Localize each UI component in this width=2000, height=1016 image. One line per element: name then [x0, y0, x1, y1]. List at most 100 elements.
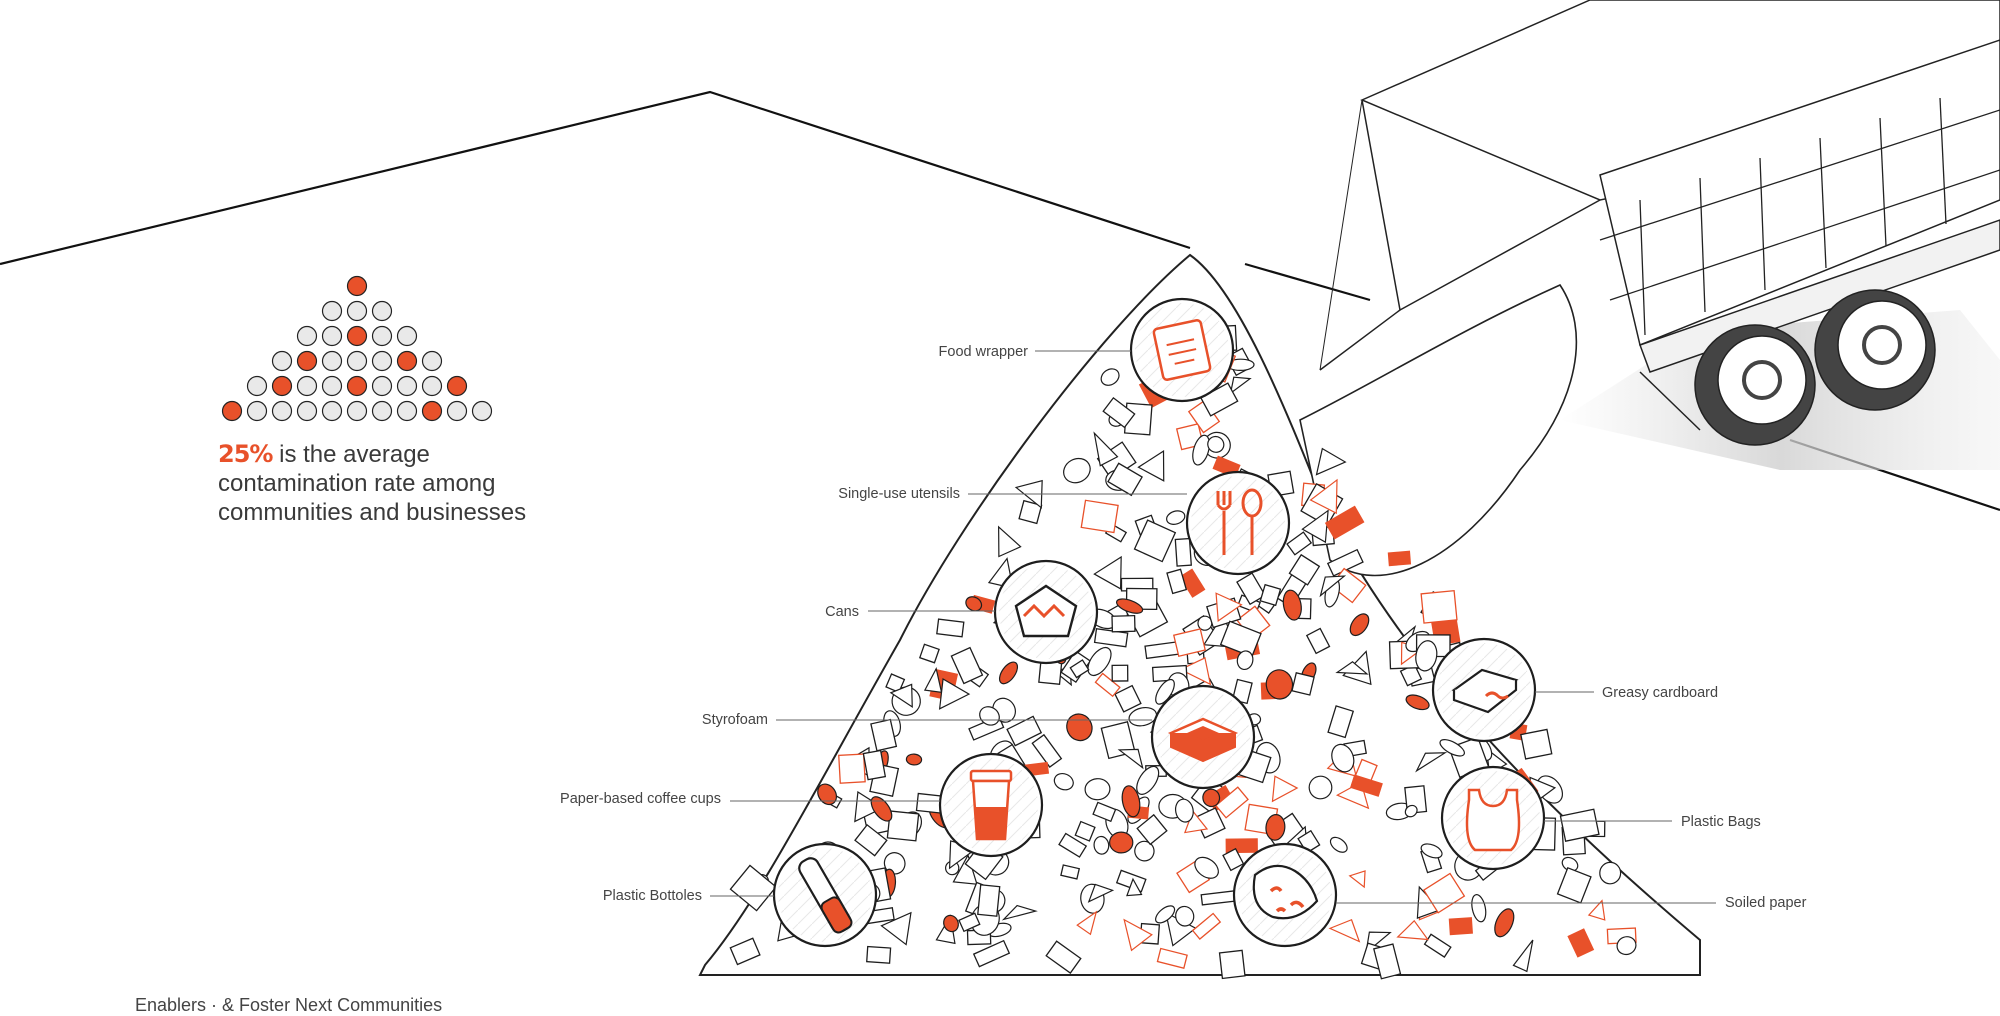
pile-box — [1350, 774, 1383, 797]
pile-box — [1107, 462, 1143, 497]
pile-box — [1420, 589, 1458, 624]
contamination-headline: 25% is the average contamination rate am… — [218, 440, 558, 527]
callout-circles — [772, 297, 1546, 948]
dot — [271, 400, 293, 422]
dot — [371, 325, 393, 347]
pile-can — [1331, 743, 1355, 773]
pile-box — [918, 643, 940, 664]
pile-bag — [1183, 809, 1209, 834]
dot — [321, 375, 343, 397]
pile-can — [1236, 650, 1254, 671]
pile-can — [1420, 843, 1443, 859]
pile-bag — [880, 911, 912, 946]
dot — [396, 325, 418, 347]
pile-box — [1288, 553, 1321, 586]
pile-can — [1109, 831, 1134, 854]
pile-box — [936, 618, 965, 638]
pile-box — [1102, 396, 1136, 429]
pile-can — [1084, 778, 1111, 801]
coffee-cup-icon — [938, 752, 1044, 858]
pile-can — [1415, 640, 1438, 672]
pile-can — [1134, 840, 1155, 862]
pile-can — [1265, 669, 1294, 700]
pile-box — [838, 753, 866, 784]
pile-box — [854, 823, 888, 857]
plastic-bottle-icon — [772, 842, 878, 948]
pile-bag — [1335, 661, 1369, 675]
pile-box — [1058, 832, 1088, 858]
pile-bag — [1415, 752, 1448, 773]
dot — [371, 300, 393, 322]
pile-box — [1006, 715, 1043, 747]
dot-highlighted — [271, 375, 293, 397]
pile-can — [1599, 861, 1622, 885]
pile-box — [1305, 627, 1331, 655]
dot — [346, 300, 368, 322]
pile-box — [1166, 568, 1188, 595]
pile-can — [1136, 765, 1160, 795]
pile-bag — [1271, 775, 1299, 803]
pile-bag — [1229, 376, 1252, 395]
label-single-use-utensils: Single-use utensils — [838, 486, 960, 502]
dot-pyramid — [221, 275, 493, 422]
pile-can — [1282, 589, 1302, 621]
pile-box — [1567, 928, 1595, 958]
dot — [246, 400, 268, 422]
pile-bag — [1587, 899, 1606, 921]
pile-box — [1031, 733, 1063, 769]
pile-bag — [1301, 509, 1329, 544]
soiled-paper-icon — [1232, 842, 1338, 948]
pile-bag — [1328, 918, 1361, 943]
pile-box — [1225, 838, 1258, 854]
pile-can — [1329, 836, 1348, 853]
pile-can — [1155, 905, 1176, 924]
pile-can — [1265, 814, 1286, 841]
utensils-icon — [1185, 470, 1291, 576]
pile-can — [905, 753, 923, 766]
pile-box — [958, 912, 981, 933]
dot — [321, 325, 343, 347]
pile-box — [1172, 628, 1207, 658]
pile-bag — [1137, 449, 1165, 482]
pile-bag — [923, 666, 943, 694]
pile-can — [1100, 368, 1120, 386]
pile-box — [1326, 548, 1364, 577]
pile-box — [1556, 866, 1592, 904]
dot — [321, 400, 343, 422]
pile-box — [1222, 847, 1245, 872]
pile-can — [1439, 739, 1465, 757]
pile-box — [1219, 620, 1262, 658]
dot — [321, 300, 343, 322]
pile-bag — [1126, 877, 1143, 897]
pile-box — [866, 945, 892, 964]
dot — [296, 325, 318, 347]
pile-can — [1093, 835, 1110, 855]
pile-box — [1018, 499, 1043, 525]
pile-can — [1115, 598, 1144, 614]
dot — [421, 375, 443, 397]
pile-box — [1327, 705, 1355, 739]
pile-bag — [938, 678, 971, 710]
pile-box — [977, 884, 1001, 917]
pile-box — [1094, 672, 1121, 698]
pile-box — [729, 937, 761, 966]
contamination-text: is the average contamination rate among … — [218, 441, 527, 526]
pile-can — [1194, 856, 1219, 879]
pile-can — [1471, 894, 1487, 923]
dot — [446, 400, 468, 422]
footer-text: Enablers · & Foster Next Communities — [135, 995, 443, 1015]
can-icon — [993, 559, 1099, 665]
pile-box — [729, 864, 777, 912]
pile-box — [1448, 917, 1473, 936]
pile-bag — [1117, 748, 1144, 770]
label-plastic-bottoles: Plastic Bottoles — [603, 888, 702, 904]
pile-box — [1111, 614, 1136, 633]
pile-box — [1236, 572, 1267, 606]
pile-box — [1324, 505, 1365, 540]
dump-truck-illustration — [1319, 0, 2000, 470]
dot-highlighted — [296, 350, 318, 372]
dot — [421, 350, 443, 372]
pile-bag — [1076, 910, 1098, 936]
dot — [346, 400, 368, 422]
